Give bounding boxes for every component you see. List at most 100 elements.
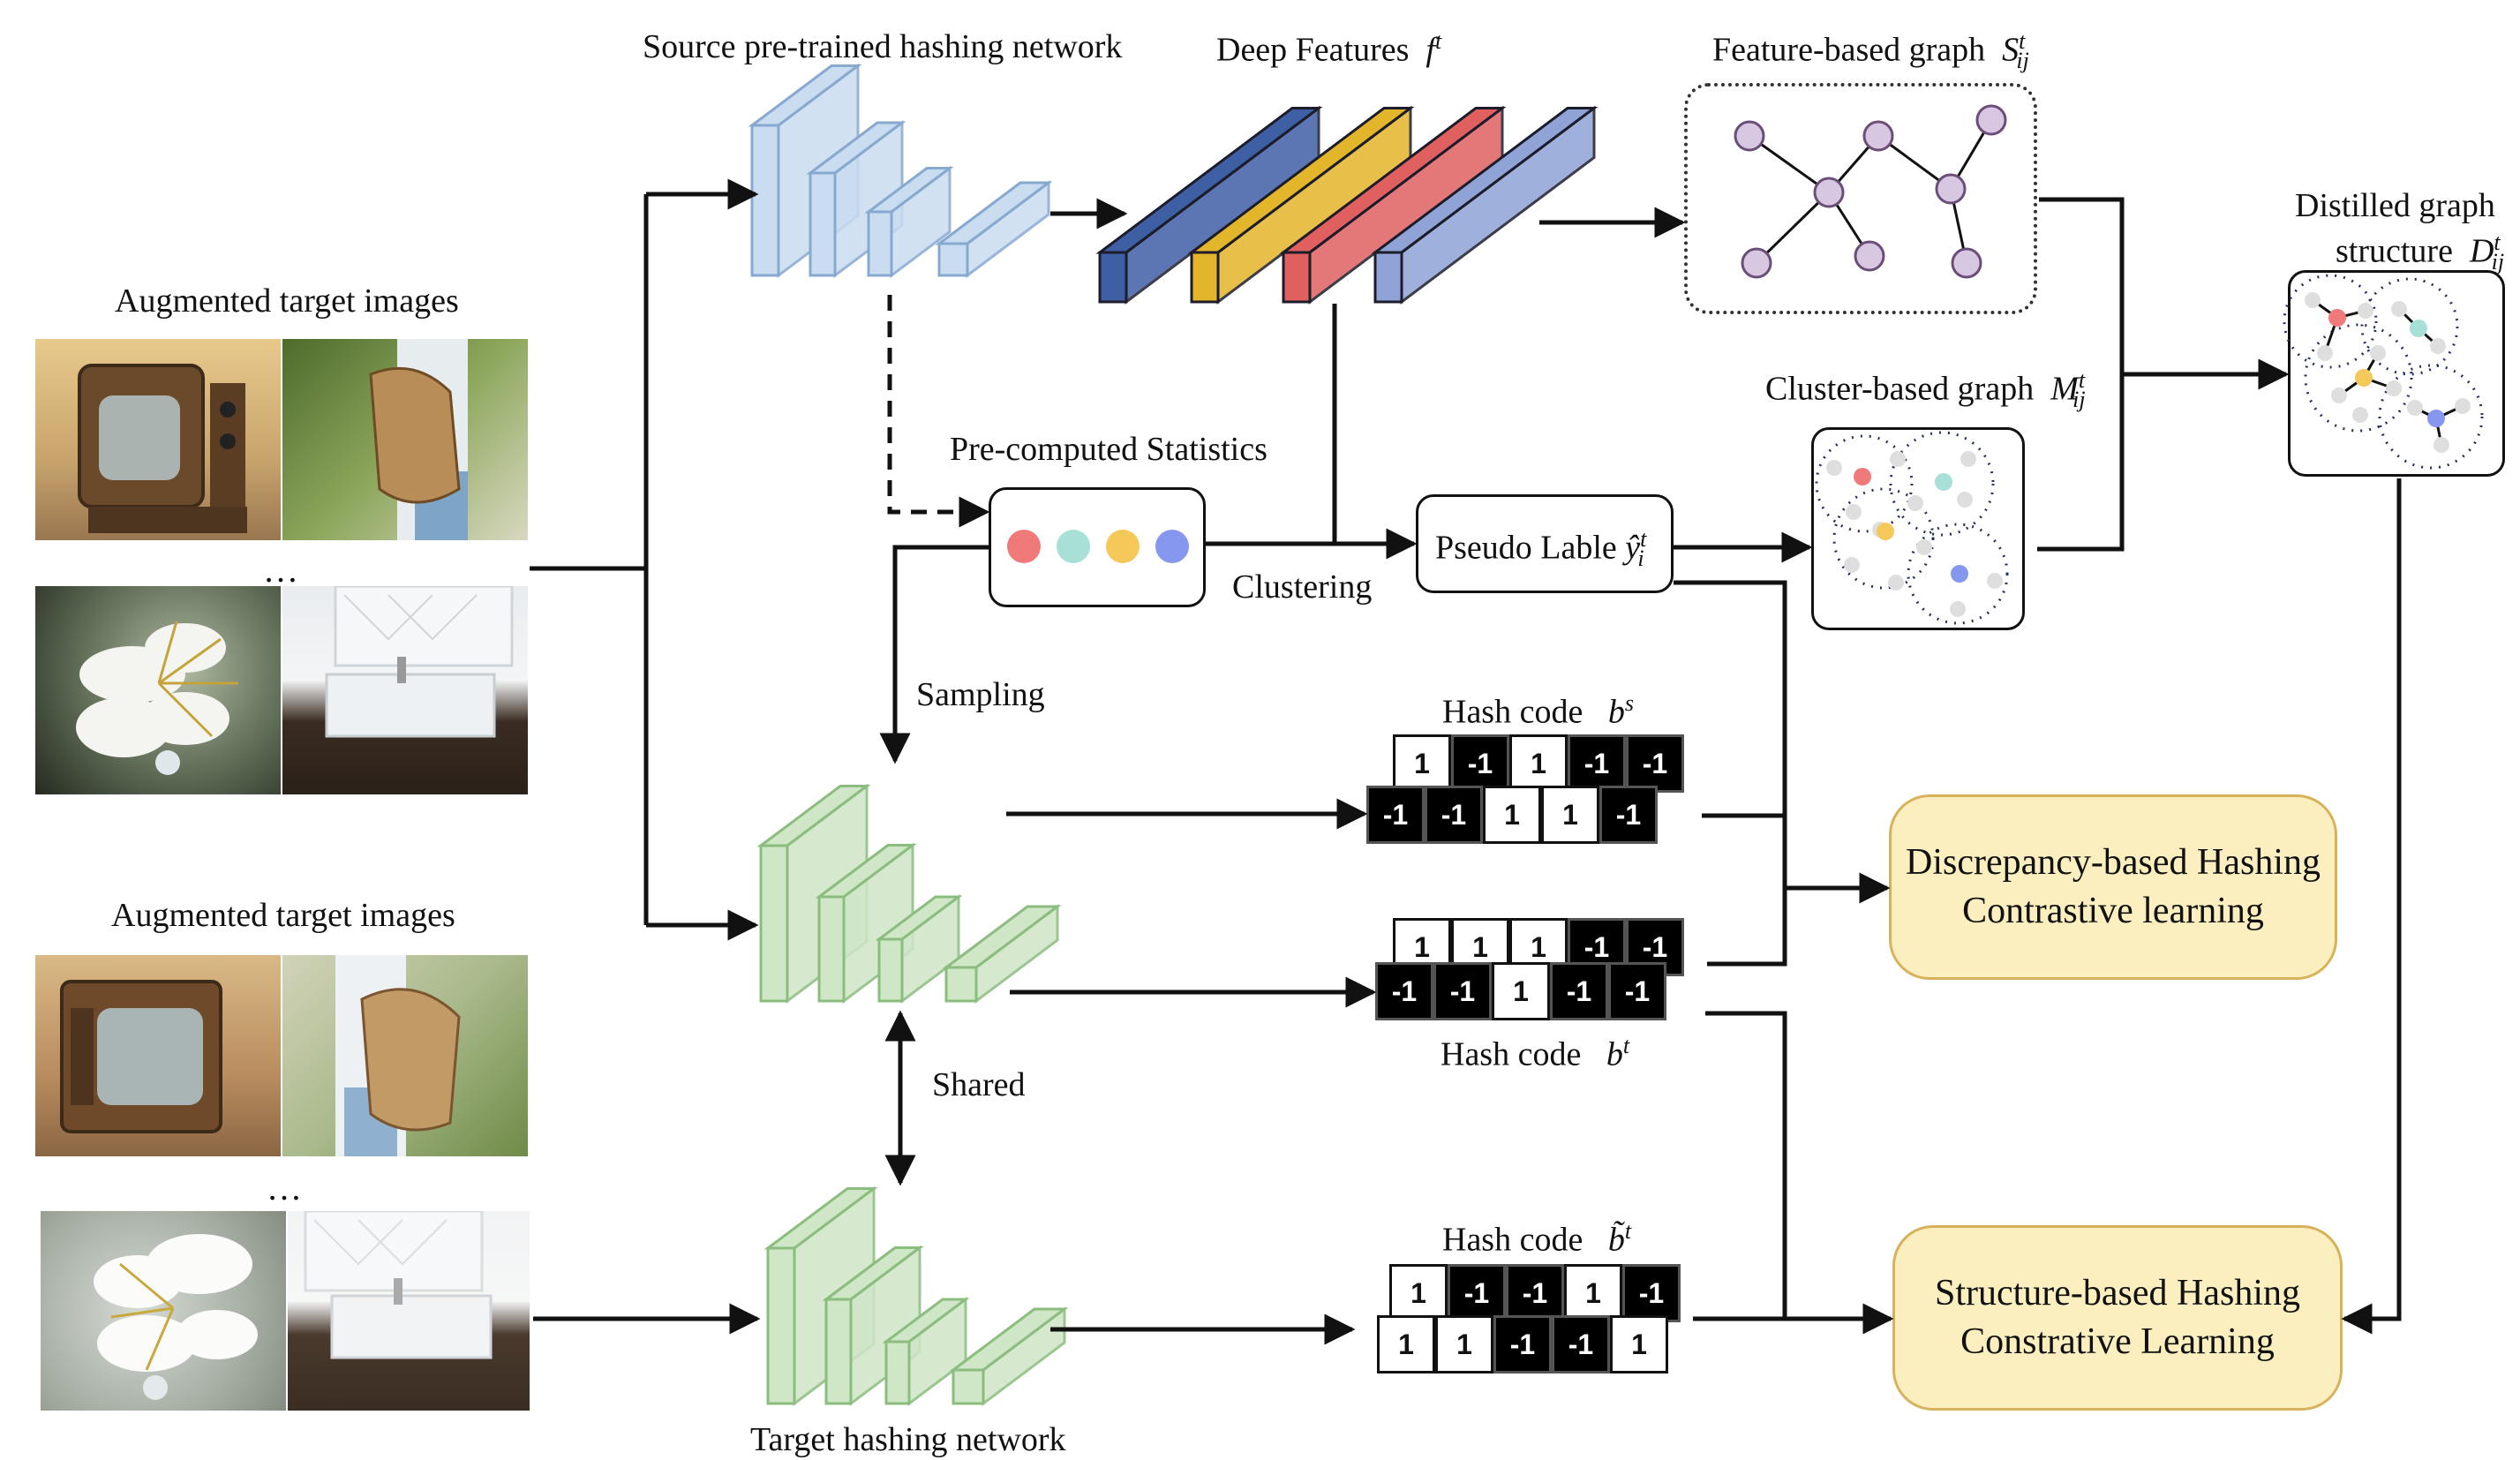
sink-photo-top [282,586,528,794]
hash-bit: -1 [1550,962,1608,1020]
hash-bit: 1 [1483,786,1541,844]
deep-features-label: Deep Features ft [1216,28,1442,69]
discrepancy-loss-line1: Discrepancy-based Hashing [1906,842,2321,884]
cluster-graph-label: Cluster-based graph Mtij [1765,367,2086,413]
network-layer-block [824,1298,853,1405]
pseudo-label-text: Pseudo Lable ŷti [1435,526,1647,572]
flower-photo-top [35,586,281,794]
graph-node [1975,104,2007,136]
discrepancy-loss-box: Discrepancy-based Hashing Contrastive le… [1889,794,2337,980]
target-network-top [756,783,1062,1004]
network-layer-block [937,242,969,277]
network-layer-block [1373,251,1403,304]
cluster-graph [1815,431,2009,625]
hash-bit: -1 [1599,786,1658,844]
graph-node [1935,173,1967,205]
backpack-photo-top [282,339,528,540]
hash-bit: 1 [1393,734,1451,793]
sampling-label: Sampling [916,676,1045,713]
network-layer-block [952,1368,985,1405]
graph-node [1741,247,1772,279]
source-network [748,63,1053,278]
network-layer-block [750,124,780,277]
network-layer-block [1098,251,1128,304]
hash-code-bs-label: Hash code bs [1442,690,1634,731]
hash-bit: -1 [1425,786,1483,844]
connectors [530,178,2402,1345]
target-network-label: Target hashing network [750,1421,1066,1458]
network-layer-block [877,937,904,1003]
structure-loss-line2: Constrative Learning [1960,1321,2275,1362]
hash-bit: -1 [1433,962,1492,1020]
hash-bit: 1 [1564,1264,1622,1322]
hash-bit: -1 [1622,1264,1681,1322]
augmented-images-label-bottom: Augmented target images [111,897,455,934]
cluster-graph-panel [1811,427,2025,630]
statistics-dots [1007,530,1189,563]
network-layer-block [867,210,893,277]
tv-photo-top [35,339,281,540]
feature-graph-label: Feature-based graph Stij [1712,28,2029,74]
hash-bit: -1 [1448,1264,1506,1322]
hash-bit: -1 [1506,1264,1564,1322]
hash-bit: 1 [1377,1315,1435,1373]
hash-bit: 1 [1509,734,1568,793]
hash-bit: -1 [1493,1315,1552,1373]
network-layer-block [817,895,846,1003]
clustering-label: Clustering [1232,568,1373,606]
augmented-images-label-top: Augmented target images [115,282,459,320]
pseudo-label-box [1416,494,1674,593]
sink-photo-bottom [288,1211,530,1411]
hash-bit: -1 [1375,962,1433,1020]
distilled-graph-label-line2: structure Dtij [2336,230,2505,275]
hash-bit: -1 [1568,734,1626,793]
network-layer-block [759,844,789,1003]
distilled-graph [2283,274,2484,470]
ellipsis-top: … [263,550,302,590]
hash-bit: 1 [1610,1315,1668,1373]
source-network-label: Source pre-trained hashing network [643,28,1123,65]
flower-photo-bottom [41,1211,286,1411]
network-layer-block [944,966,978,1003]
tv-photo-bottom [35,955,281,1156]
hash-code-btilde-label: Hash code b̃t [1442,1218,1632,1259]
shared-label: Shared [932,1066,1026,1103]
structure-loss-box: Structure-based Hashing Constrative Lear… [1892,1225,2343,1411]
structure-loss-line1: Structure-based Hashing [1934,1273,2301,1314]
network-layer-block [1282,251,1312,304]
graph-node [1854,240,1885,272]
hash-bit: -1 [1366,786,1425,844]
hash-bit: 1 [1435,1315,1493,1373]
network-layer-block [809,171,837,277]
graph-node [1813,177,1845,208]
graph-node [1734,120,1765,152]
backpack-photo-bottom [282,955,528,1156]
distilled-graph-label-line1: Distilled graph [2295,187,2495,224]
target-network-bottom [764,1185,1069,1406]
graph-node [1862,120,1894,152]
feature-graph-panel [1684,83,2037,314]
network-layer-block [884,1340,911,1405]
hash-bit: 1 [1492,962,1550,1020]
graph-node [1951,247,1982,279]
hash-bit: -1 [1608,962,1666,1020]
precomputed-statistics-label: Pre-computed Statistics [950,431,1268,468]
ellipsis-bottom: … [267,1168,305,1208]
network-layer-block [766,1246,796,1405]
cluster-graph-points [1826,451,2003,617]
distilled-graph-panel [2288,270,2505,477]
hash-bit: 1 [1541,786,1599,844]
hash-code-bt-label: Hash code bt [1441,1033,1630,1073]
hash-bit: -1 [1552,1315,1610,1373]
network-layer-block [1190,251,1220,304]
hash-bit: -1 [1626,734,1684,793]
hash-bit: -1 [1451,734,1509,793]
deep-feature-slabs [1095,105,1599,305]
discrepancy-loss-line2: Contrastive learning [1962,891,2264,931]
